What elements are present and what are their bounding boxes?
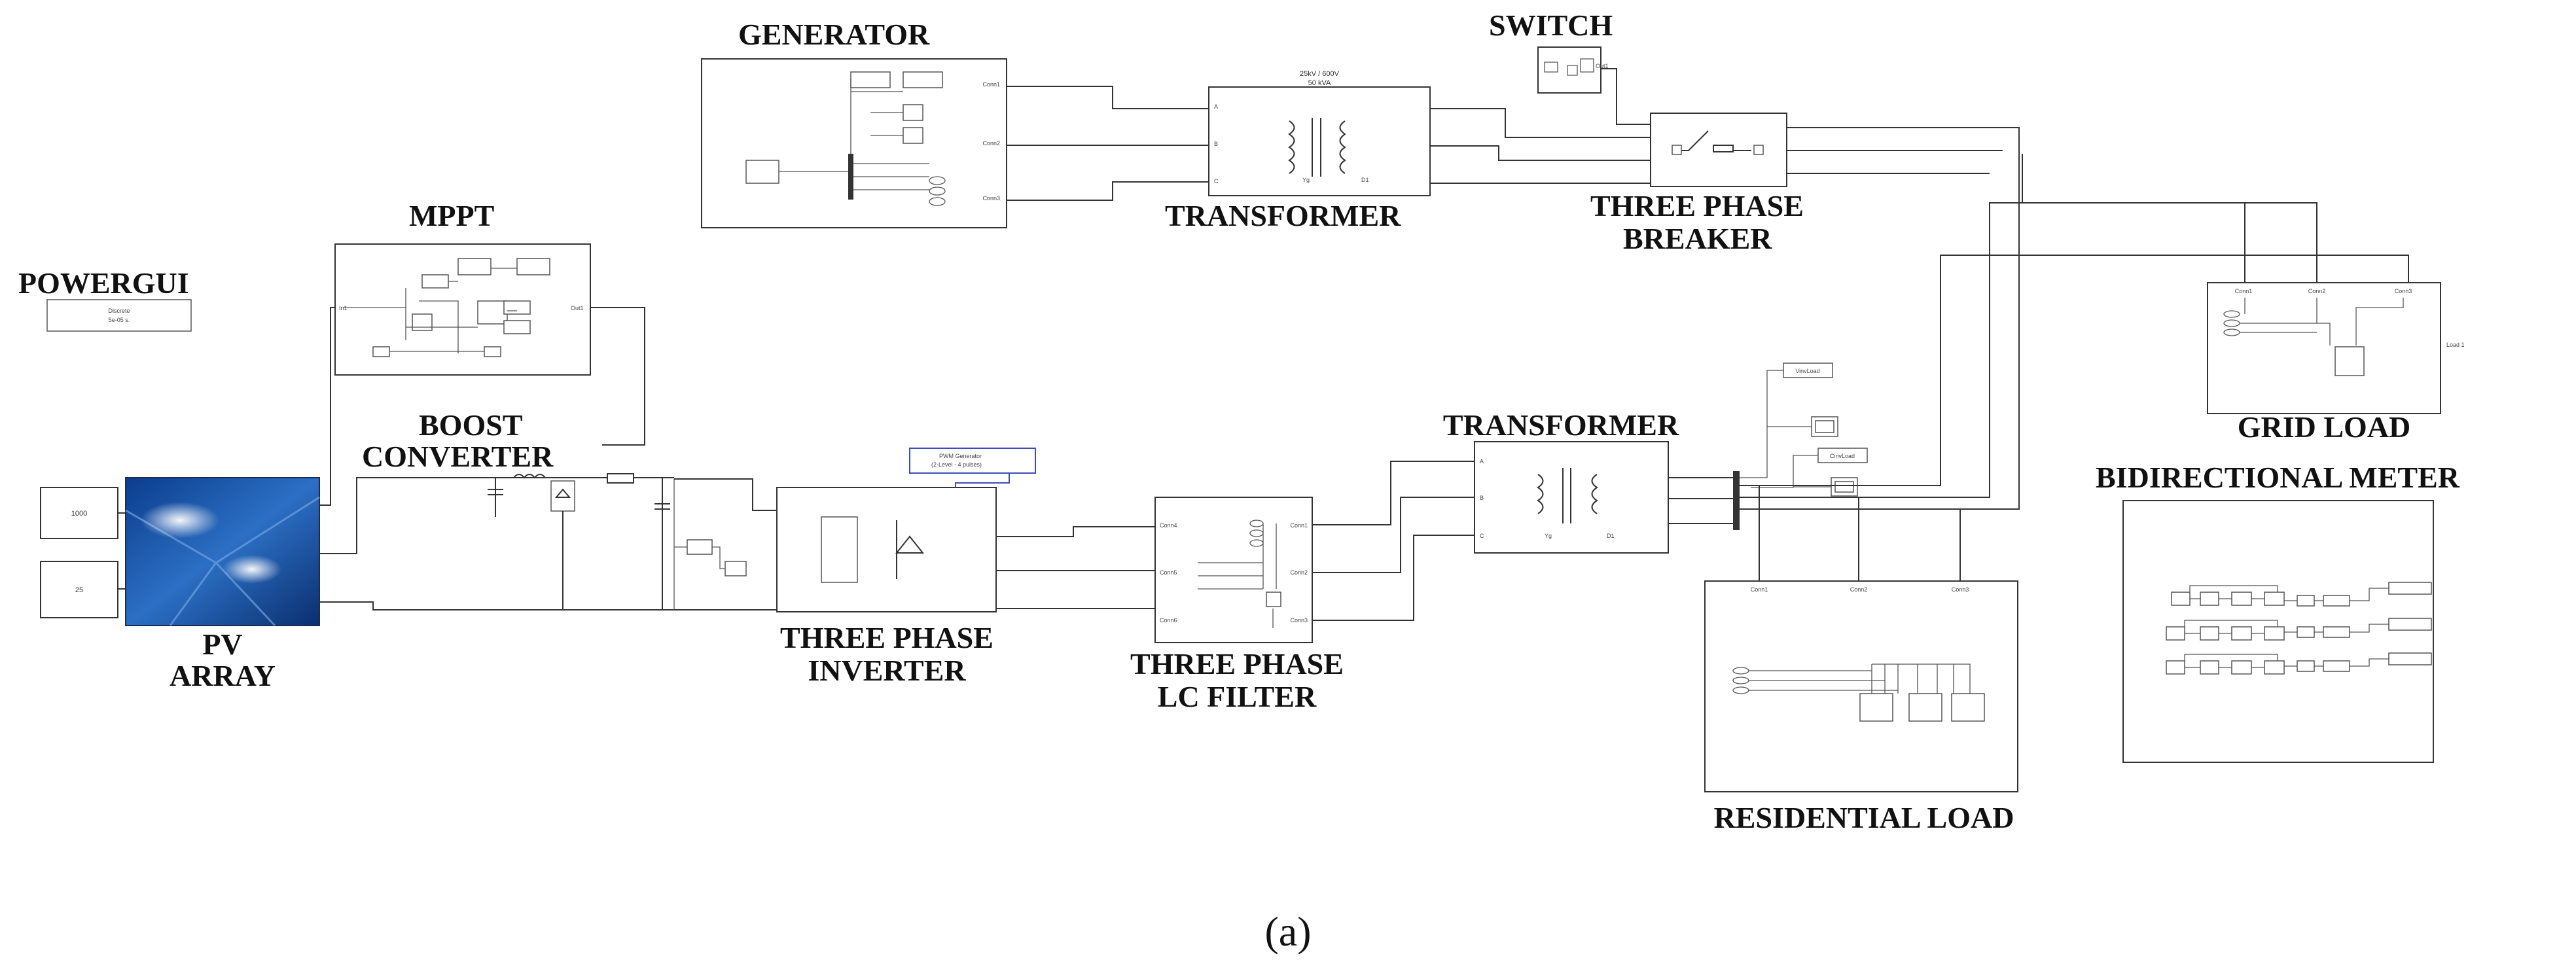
tr-top-port-c: C bbox=[1214, 178, 1219, 185]
residential-load-label: RESIDENTIAL LOAD bbox=[1714, 801, 2014, 834]
switch-out: Out1 bbox=[1596, 63, 1609, 69]
generator-port-1: Conn1 bbox=[982, 81, 1000, 88]
lc-filter-block[interactable]: Conn4 Conn5 Conn6 Conn1 Conn2 Conn3 bbox=[1154, 497, 1313, 643]
res-port-2: Conn2 bbox=[1850, 586, 1868, 593]
wire-filter-tr bbox=[1312, 461, 1475, 621]
vinv-load-text: VinvLoad bbox=[1795, 368, 1819, 374]
breaker-label-1: THREE PHASE bbox=[1590, 189, 1804, 222]
tr-bottom-d1: D1 bbox=[1607, 533, 1615, 539]
dc-link-measurement[interactable] bbox=[673, 479, 747, 610]
grid-load-label: GRID LOAD bbox=[2238, 410, 2411, 444]
vi-measurement[interactable] bbox=[1668, 471, 1740, 530]
switch-block[interactable]: Out1 bbox=[1537, 46, 1609, 94]
figure-caption: (a) bbox=[1264, 908, 1311, 955]
mppt-block[interactable]: In1 Out1 bbox=[334, 243, 591, 376]
transformer-bottom-block[interactable]: A B C Yg D1 bbox=[1474, 441, 1669, 554]
powergui-text-1: Discrete bbox=[108, 308, 130, 314]
wire-tr-breaker bbox=[1430, 108, 1651, 184]
inverter-label-2: INVERTER bbox=[808, 654, 966, 687]
pv-array-block[interactable] bbox=[125, 477, 320, 627]
tr-top-port-b: B bbox=[1214, 141, 1218, 147]
residential-load-block[interactable]: Conn1 Conn2 Conn3 bbox=[1704, 580, 2018, 792]
res-port-3: Conn3 bbox=[1952, 586, 1969, 593]
pv-array-label-2: ARRAY bbox=[170, 659, 276, 692]
transformer-top-label: TRANSFORMER bbox=[1165, 199, 1401, 232]
tr-bottom-port-b: B bbox=[1480, 495, 1484, 501]
irradiance-value: 1000 bbox=[71, 510, 87, 518]
boost-label-2: CONVERTER bbox=[362, 440, 554, 473]
temperature-value: 25 bbox=[75, 586, 83, 594]
filter-in-6: Conn6 bbox=[1160, 617, 1177, 624]
temperature-constant[interactable]: 25 bbox=[40, 561, 118, 618]
wire-switch-breaker bbox=[1601, 68, 1651, 125]
inverter-label-1: THREE PHASE bbox=[780, 621, 993, 654]
vinv-load-block[interactable]: VinvLoad bbox=[1783, 363, 1833, 378]
powergui-label: POWERGUI bbox=[18, 266, 189, 300]
mppt-out: Out1 bbox=[571, 305, 584, 311]
transformer-top-rating-1: 25kV / 600V bbox=[1300, 70, 1340, 78]
tr-top-d1: D1 bbox=[1361, 177, 1369, 183]
breaker-label-2: BREAKER bbox=[1623, 222, 1772, 255]
wire-mppt-boost bbox=[590, 307, 645, 446]
scope-current[interactable] bbox=[1831, 477, 1858, 497]
scope-voltage[interactable] bbox=[1811, 416, 1838, 437]
wire-gen-tr bbox=[1007, 86, 1209, 201]
filter-in-4: Conn4 bbox=[1160, 522, 1177, 529]
filter-out-2: Conn2 bbox=[1290, 569, 1308, 576]
bidirectional-meter-block[interactable] bbox=[2122, 500, 2434, 763]
mppt-in: In1 bbox=[339, 305, 348, 311]
grid-port-2: Conn2 bbox=[2308, 288, 2326, 294]
inverter-block[interactable] bbox=[776, 487, 997, 612]
filter-out-1: Conn1 bbox=[1290, 522, 1308, 529]
tr-bottom-port-c: C bbox=[1480, 533, 1484, 539]
irradiance-constant[interactable]: 1000 bbox=[40, 487, 118, 539]
generator-label: GENERATOR bbox=[738, 18, 930, 51]
transformer-bottom-label: TRANSFORMER bbox=[1443, 408, 1679, 442]
boost-label-1: BOOST bbox=[419, 408, 523, 442]
grid-port-3: Conn3 bbox=[2395, 288, 2412, 294]
grid-port-1: Conn1 bbox=[2235, 288, 2253, 294]
tr-bottom-port-a: A bbox=[1480, 458, 1484, 465]
bidirectional-meter-label: BIDIRECTIONAL METER bbox=[2096, 461, 2460, 494]
generator-block[interactable]: Conn1 Conn2 Conn3 bbox=[701, 58, 1007, 228]
filter-in-5: Conn5 bbox=[1160, 569, 1177, 576]
transformer-top-rating-2: 50 kVA bbox=[1308, 79, 1331, 87]
pwm-text-1: PWM Generator bbox=[939, 453, 982, 459]
mppt-label: MPPT bbox=[409, 199, 494, 232]
pwm-generator-block[interactable]: PWM Generator (2-Level - 4 pulses) bbox=[909, 448, 1036, 487]
generator-port-3: Conn3 bbox=[982, 195, 1000, 202]
boost-converter[interactable] bbox=[488, 473, 670, 610]
powergui-block[interactable]: Discrete 5e-05 s. bbox=[46, 299, 192, 332]
pwm-text-2: (2-Level - 4 pulses) bbox=[931, 461, 982, 468]
wire-pv-mppt bbox=[319, 307, 335, 506]
filter-out-3: Conn3 bbox=[1290, 617, 1308, 624]
filter-label-2: LC FILTER bbox=[1158, 680, 1317, 713]
wire-pv-boost bbox=[319, 477, 674, 610]
grid-load1-text: Load 1 bbox=[2446, 342, 2465, 348]
switch-label: SWITCH bbox=[1489, 9, 1613, 42]
grid-load-block[interactable]: Conn1 Conn2 Conn3 Load 1 bbox=[2207, 282, 2465, 414]
res-port-1: Conn1 bbox=[1751, 586, 1768, 593]
wire-inverter-filter bbox=[996, 526, 1155, 609]
transformer-top-block[interactable]: 25kV / 600V 50 kVA A B C Yg D1 bbox=[1208, 70, 1431, 196]
cinv-load-block[interactable]: CinvLoad bbox=[1817, 448, 1868, 463]
breaker-block[interactable] bbox=[1650, 113, 1787, 187]
tr-bottom-yg: Yg bbox=[1545, 533, 1552, 539]
filter-label-1: THREE PHASE bbox=[1130, 647, 1344, 681]
pv-array-label-1: PV bbox=[202, 628, 242, 661]
cinv-load-text: CinvLoad bbox=[1830, 453, 1855, 459]
generator-port-2: Conn2 bbox=[982, 140, 1000, 147]
tr-top-port-a: A bbox=[1214, 103, 1218, 110]
powergui-text-2: 5e-05 s. bbox=[109, 317, 130, 323]
tr-top-yg: Yg bbox=[1302, 177, 1310, 183]
